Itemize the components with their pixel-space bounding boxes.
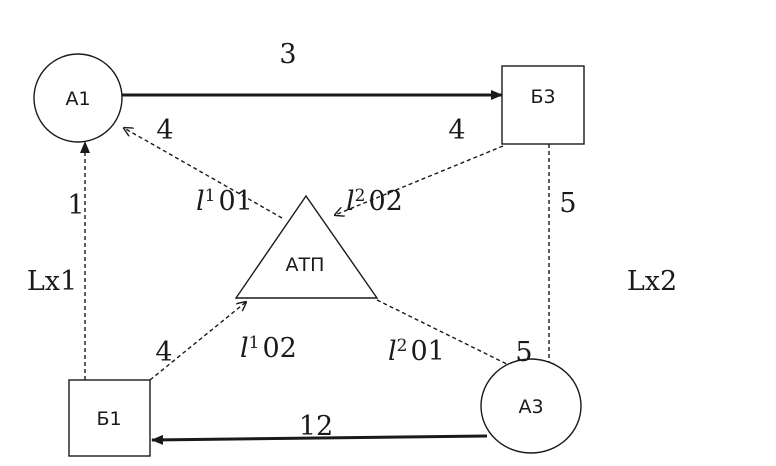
- edge-b1-a1-distance: 1: [67, 190, 84, 221]
- edge-a3-b1: [151, 434, 488, 445]
- edge-a3-b1-distance: 12: [299, 411, 333, 442]
- edge-atp-a1: [124, 128, 283, 219]
- node-a1-label: А1: [65, 88, 90, 110]
- node-b1: Б1: [68, 379, 151, 457]
- edge-a1-b3-distance: 3: [279, 39, 296, 70]
- node-a3-label: А3: [518, 396, 543, 418]
- edge-b1-atp-distance: 4: [155, 337, 172, 368]
- node-atp: АТП: [234, 194, 379, 299]
- node-b3: Б3: [501, 65, 585, 145]
- node-b1-label: Б1: [96, 408, 121, 430]
- node-a1: А1: [33, 53, 123, 143]
- edge-b3-atp: [335, 145, 504, 215]
- edge-b3-atp-distance: 4: [448, 115, 465, 146]
- edge-atp-a1-distance: 4: [156, 115, 173, 146]
- node-b3-label: Б3: [530, 86, 555, 108]
- edge-atp-a3-distance: 5: [515, 337, 532, 368]
- node-a3: А3: [480, 358, 582, 454]
- edge-b3-a3-distance: 5: [559, 188, 576, 219]
- route-lx2: Lx2: [627, 266, 677, 297]
- node-atp-label: АТП: [286, 254, 325, 276]
- route-lx1: Lx1: [27, 266, 77, 297]
